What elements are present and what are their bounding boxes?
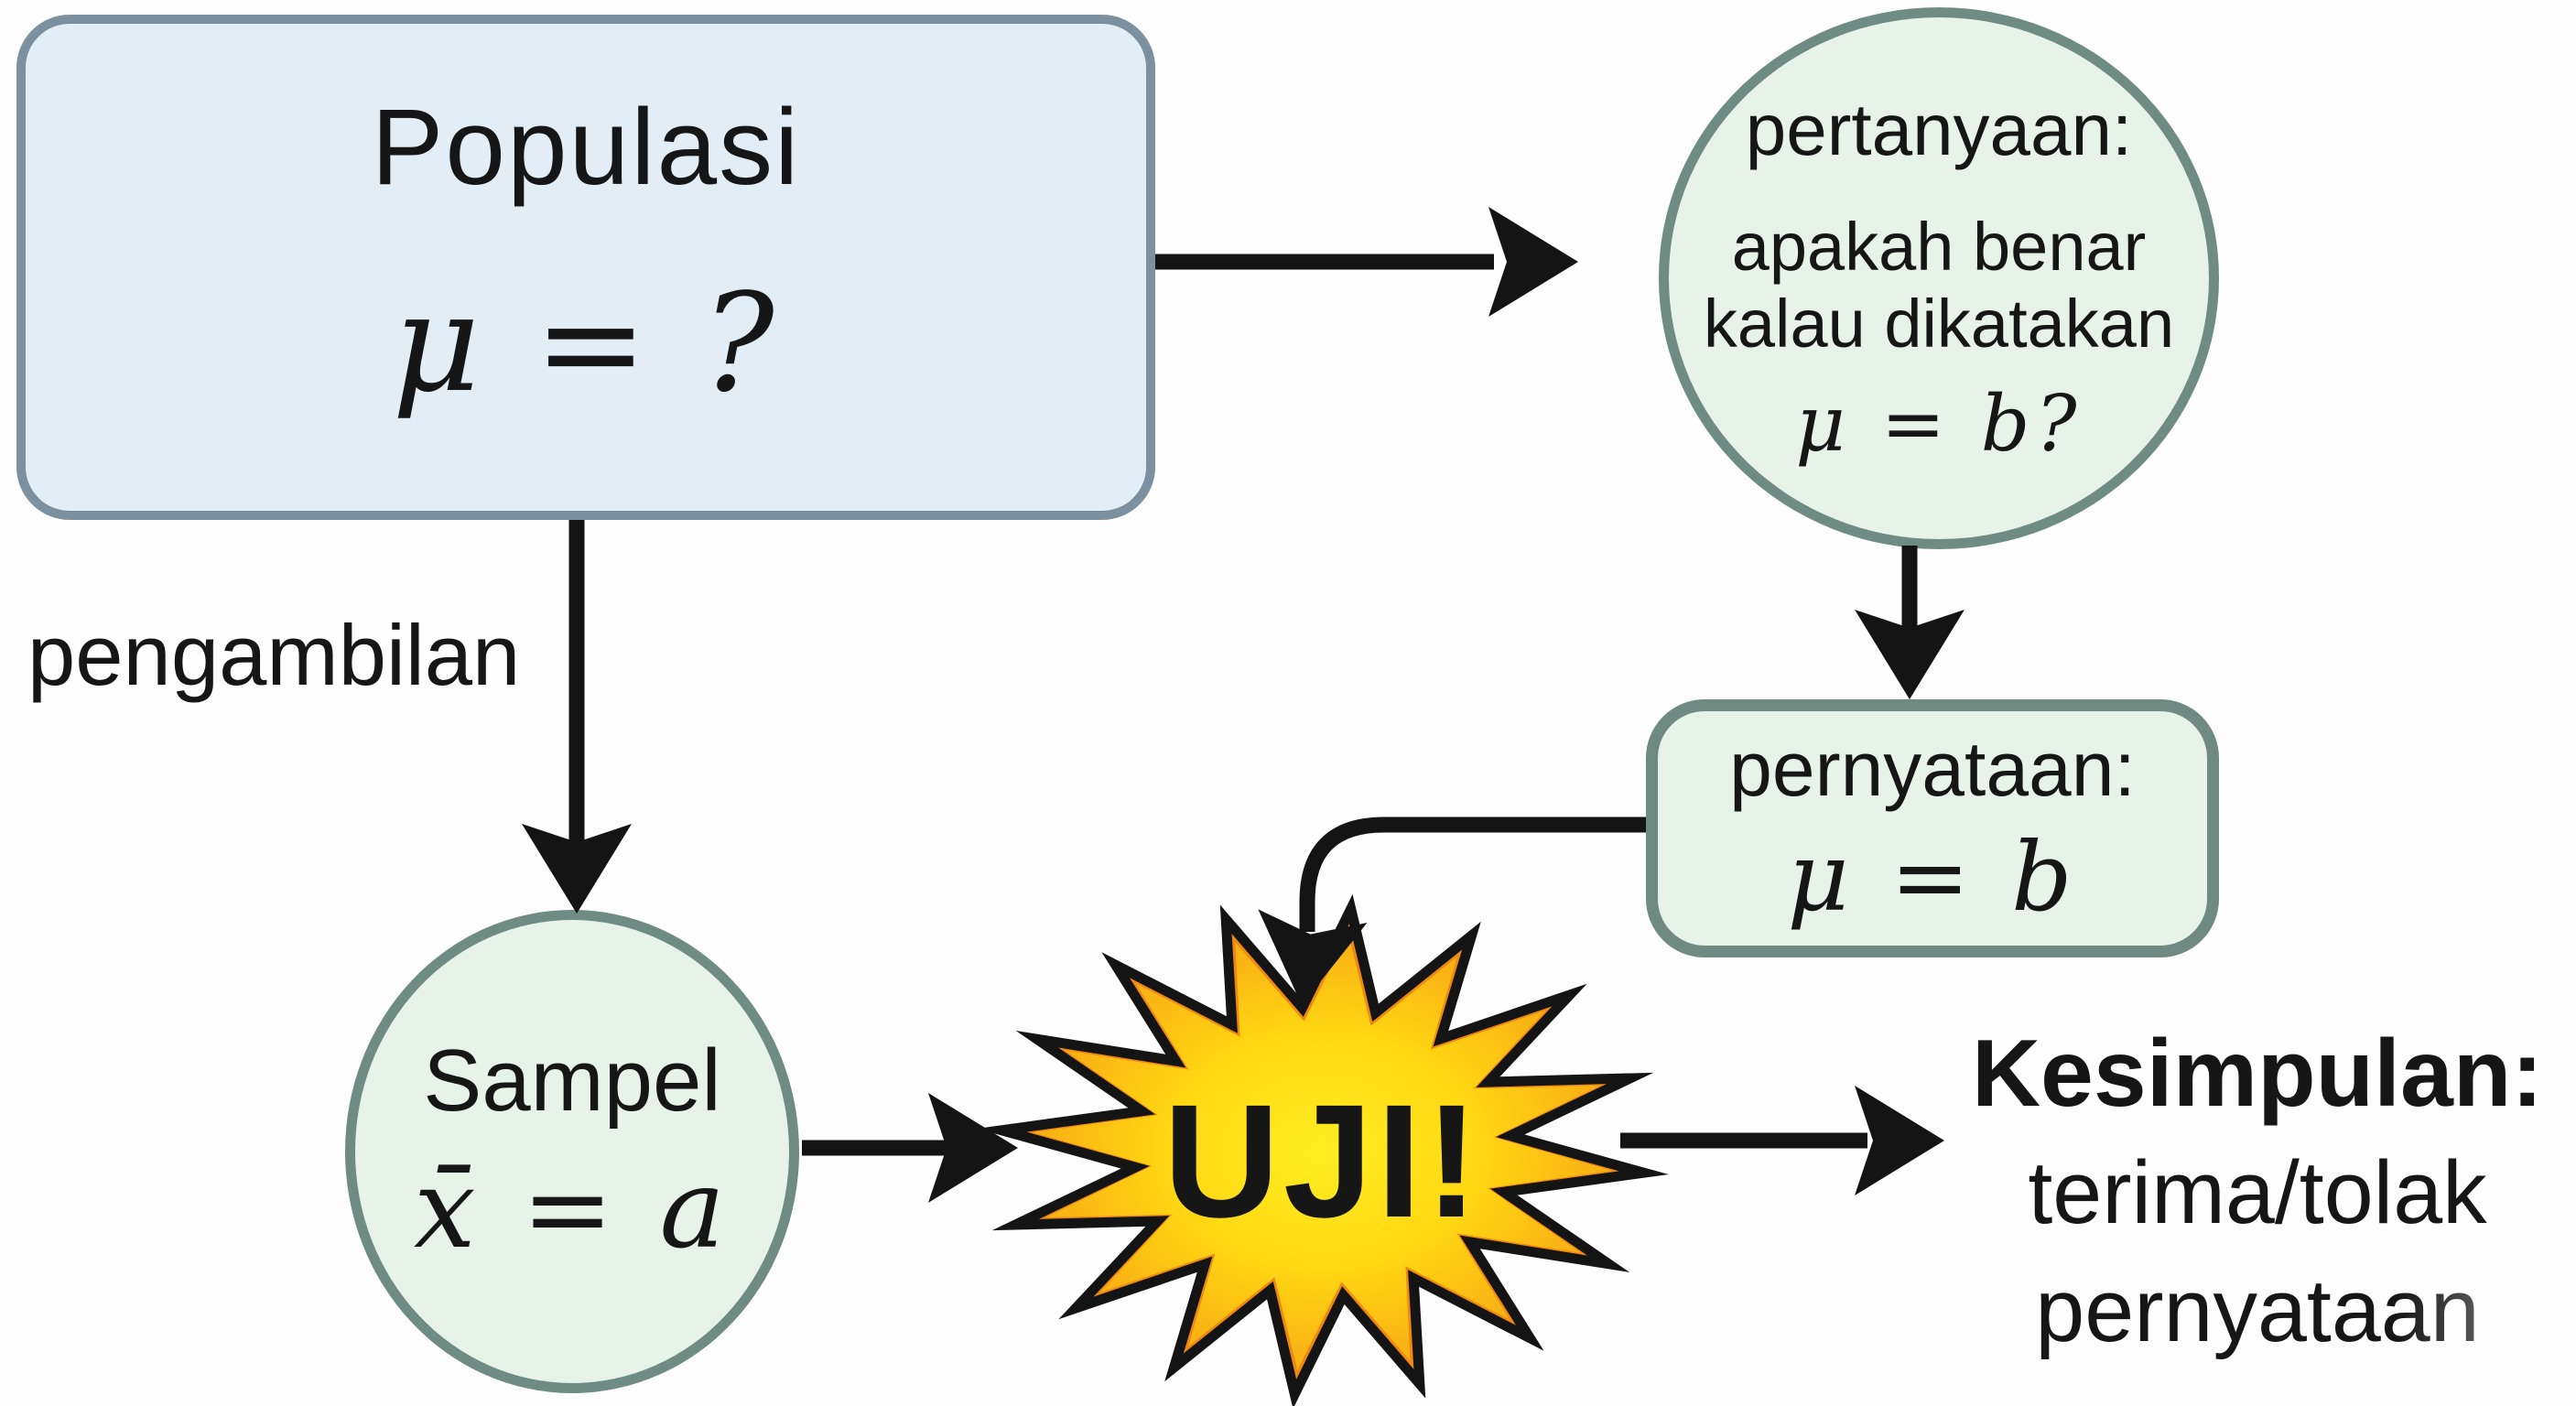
populasi-title: Populasi (371, 87, 801, 208)
arrow-pernyataan-to-uji (1258, 817, 1646, 1005)
pertanyaan-title: pertanyaan: (1745, 89, 2133, 171)
pernyataan-formula: μ = b (1787, 820, 2078, 933)
kesimpulan-block: Kesimpulan: terima/tolak pernyataan (1939, 1014, 2576, 1369)
populasi-formula: μ = ? (392, 265, 780, 422)
kesimpulan-line1: terima/tolak (2028, 1142, 2487, 1242)
sampel-title: Sampel (423, 1031, 721, 1130)
pertanyaan-formula: μ = b? (1795, 378, 2083, 469)
pengambilan-edge-label: pengambilan (27, 607, 521, 703)
arrow-pertanyaan-to-pernyataan (1855, 546, 1964, 699)
kesimpulan-title: Kesimpulan: (1971, 1021, 2544, 1127)
pertanyaan-node: pertanyaan: apakah benar kalau dikatakan… (1659, 7, 2219, 549)
arrow-sampel-to-uji (802, 1093, 1018, 1203)
pertanyaan-line2: kalau dikatakan (1703, 286, 2175, 362)
kesimpulan-line2: pernyataan (1939, 1251, 2576, 1369)
populasi-node: Populasi μ = ? (16, 15, 1155, 520)
arrow-populasi-to-sampel (522, 520, 632, 914)
arrow-populasi-to-pertanyaan (1155, 207, 1578, 317)
sampel-node: Sampel x̄ = a (345, 910, 799, 1393)
sampel-formula: x̄ = a (413, 1145, 731, 1273)
uji-label: UJI! (1163, 1072, 1483, 1251)
pernyataan-title: pernyataan: (1729, 725, 2136, 812)
arrow-uji-to-kesimpulan (1620, 1086, 1944, 1195)
pertanyaan-line1: apakah benar (1731, 209, 2147, 286)
pernyataan-node: pernyataan: μ = b (1646, 699, 2219, 957)
